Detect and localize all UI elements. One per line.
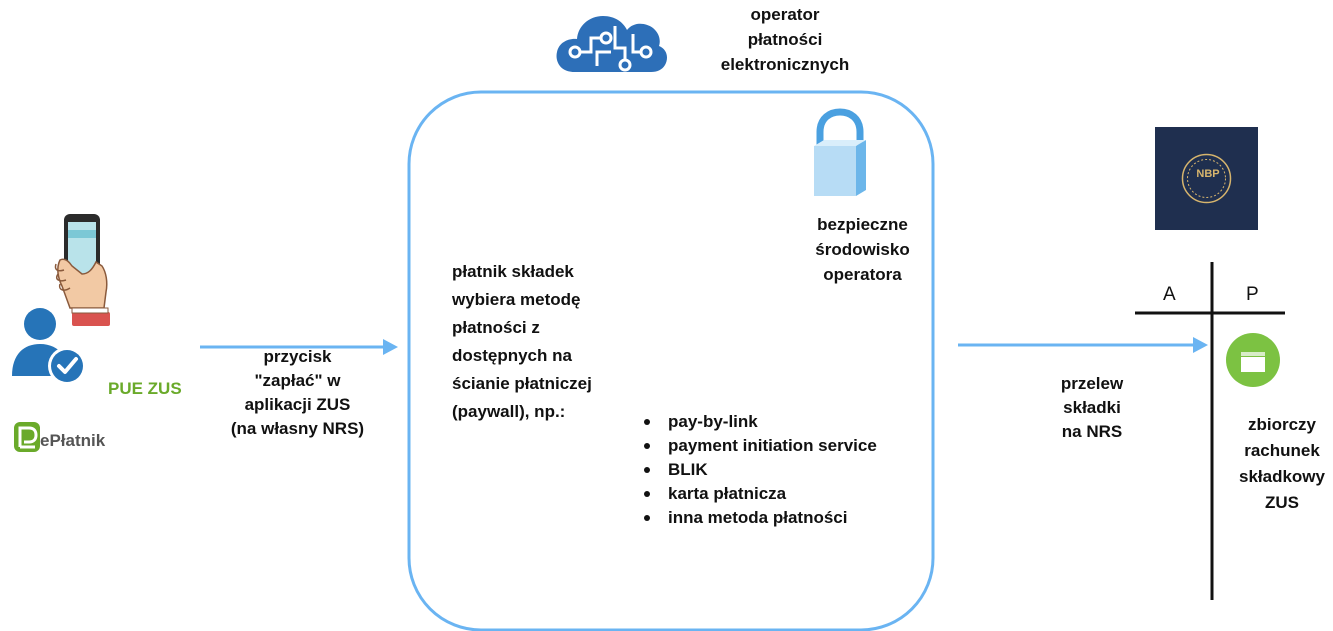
account-line: składkowy [1239,467,1325,486]
transfer-line: na NRS [1061,422,1123,441]
payment-method-item: payment initiation service [641,434,877,458]
payment-method-item: inna metoda płatności [641,506,877,530]
description-line: wybiera metodę [452,290,581,309]
operator-title-line: elektronicznych [720,55,850,74]
button-line: aplikacji ZUS [244,395,351,414]
description-line: (paywall), np.: [452,402,566,421]
account-line: zbiorczy [1247,415,1317,434]
pue-zus-label: PUE ZUS [108,379,182,398]
button-arrow-label: przycisk "zapłać" w aplikacji ZUS (na wł… [210,345,385,441]
operator-title-line: płatności [747,30,823,49]
payment-method-item: pay-by-link [641,410,877,434]
paywall-description: płatnik składek wybiera metodę płatności… [452,258,652,426]
transfer-line: przelew [1060,374,1124,393]
transfer-line: składki [1063,398,1121,417]
nbp-logo-icon [1155,127,1258,230]
payment-methods-list: pay-by-link payment initiation service B… [641,410,877,530]
button-line: przycisk [263,347,332,366]
t-account-debit-label: A [1163,284,1176,305]
button-line: "zapłać" w [254,371,341,390]
nbp-logo-text: NBP [1196,168,1220,180]
account-line: ZUS [1265,493,1299,512]
description-line: ścianie płatniczej [452,374,592,393]
env-line: operatora [823,265,902,284]
payment-method-item: BLIK [641,458,877,482]
payment-method-item: karta płatnicza [641,482,877,506]
t-account-credit-label: P [1246,284,1259,305]
transfer-arrow-label: przelew składki na NRS [1042,372,1142,444]
secure-environment-label: bezpieczne środowisko operatora [790,212,935,287]
smartphone-hand-icon [54,214,110,326]
env-line: środowisko [815,240,910,259]
button-line: (na własny NRS) [230,419,365,438]
operator-title: operator płatności elektronicznych [700,2,870,77]
folder-icon [1226,333,1280,387]
description-line: płatnik składek [452,262,574,281]
operator-title-line: operator [750,5,820,24]
verified-user-icon [12,308,86,385]
padlock-icon [814,108,866,196]
zus-account-label: zbiorczy rachunek składkowy ZUS [1222,412,1333,516]
account-line: rachunek [1244,441,1320,460]
cloud-circuit-icon [556,16,667,72]
env-line: bezpieczne [817,215,908,234]
description-line: dostępnych na [452,346,572,365]
eplatnik-logo-icon [14,422,40,452]
description-line: płatności z [452,318,540,337]
eplatnik-logo-text: ePłatnik [40,431,106,450]
